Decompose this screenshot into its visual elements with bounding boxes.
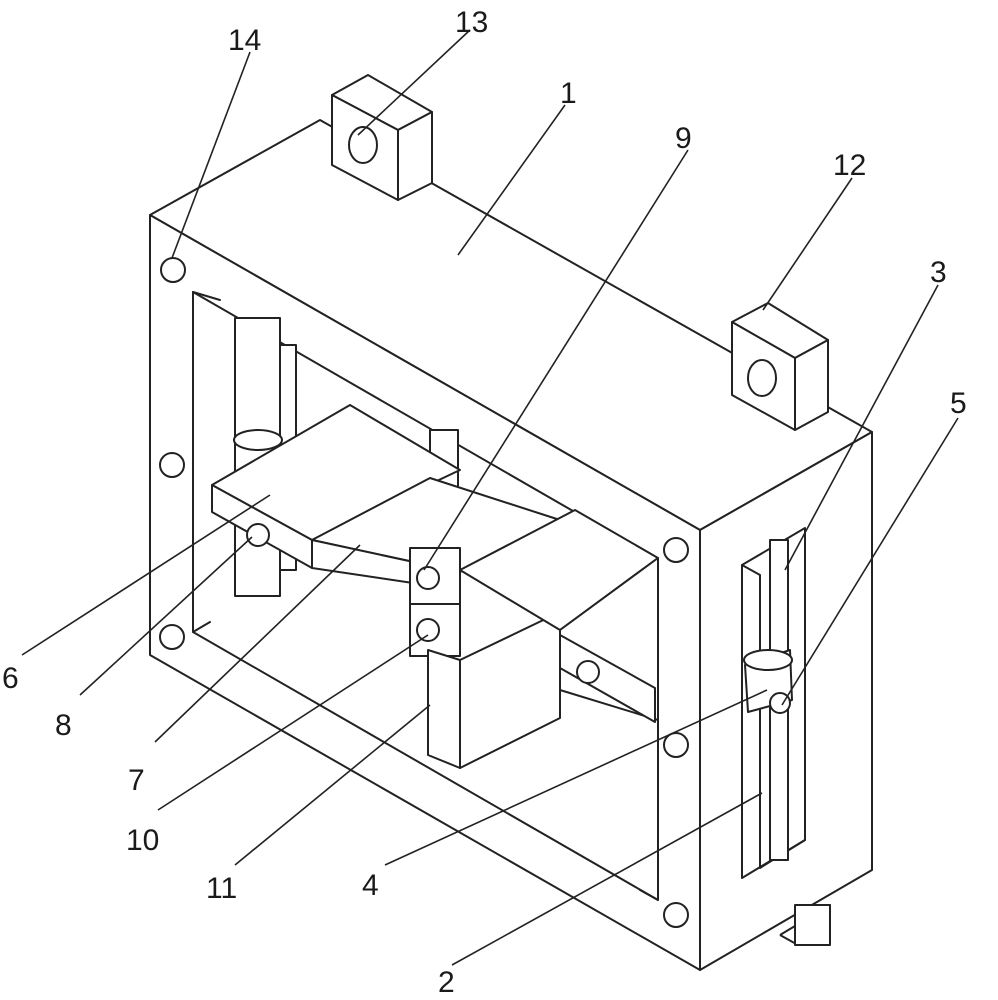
frame-hole	[159, 452, 185, 478]
support-column-side	[459, 611, 561, 769]
label-4: 4	[362, 869, 379, 902]
label-2: 2	[438, 966, 455, 999]
label-7: 7	[128, 764, 145, 797]
bolt-8	[246, 523, 270, 547]
leader-8	[79, 536, 253, 696]
bolt-5	[769, 692, 791, 714]
leader-6	[21, 494, 271, 656]
frame-hole	[663, 732, 689, 758]
frame-hole	[159, 624, 185, 650]
label-13: 13	[455, 6, 488, 39]
label-9: 9	[675, 122, 692, 155]
label-1: 1	[560, 77, 577, 110]
frame-hole	[160, 257, 186, 283]
label-11: 11	[206, 872, 237, 905]
mount-hole-12	[747, 359, 777, 397]
label-8: 8	[55, 709, 72, 742]
label-14: 14	[228, 24, 261, 57]
leader-11	[234, 704, 431, 866]
mount-block-12-side	[794, 339, 829, 431]
bolt-9	[416, 566, 440, 590]
leader-4	[384, 689, 768, 866]
leader-3	[784, 284, 939, 571]
label-5: 5	[950, 387, 967, 420]
bottom-foot-front	[794, 904, 831, 946]
leader-2	[451, 792, 763, 966]
rod-collar-top	[743, 649, 793, 671]
leader-1	[457, 104, 566, 256]
label-6: 6	[2, 662, 19, 695]
label-12: 12	[833, 149, 866, 182]
left-column-ring	[233, 429, 283, 451]
bolt-10	[416, 618, 440, 642]
label-3: 3	[930, 256, 947, 289]
mount-block-13-side	[397, 111, 433, 201]
leader-12	[762, 177, 853, 311]
leader-5	[781, 417, 959, 706]
frame-hole	[663, 537, 689, 563]
right-clamp-bar	[559, 634, 656, 723]
leader-9	[423, 149, 689, 571]
leader-10	[157, 634, 429, 811]
leader-13	[357, 29, 471, 136]
bolt-right-clamp	[576, 660, 600, 684]
leader-7	[154, 544, 361, 743]
window-depth-lines	[192, 291, 659, 901]
frame-hole	[663, 902, 689, 928]
mount-hole-13	[348, 126, 378, 164]
label-10: 10	[126, 824, 159, 857]
leader-14	[171, 51, 251, 259]
support-column	[427, 649, 461, 769]
